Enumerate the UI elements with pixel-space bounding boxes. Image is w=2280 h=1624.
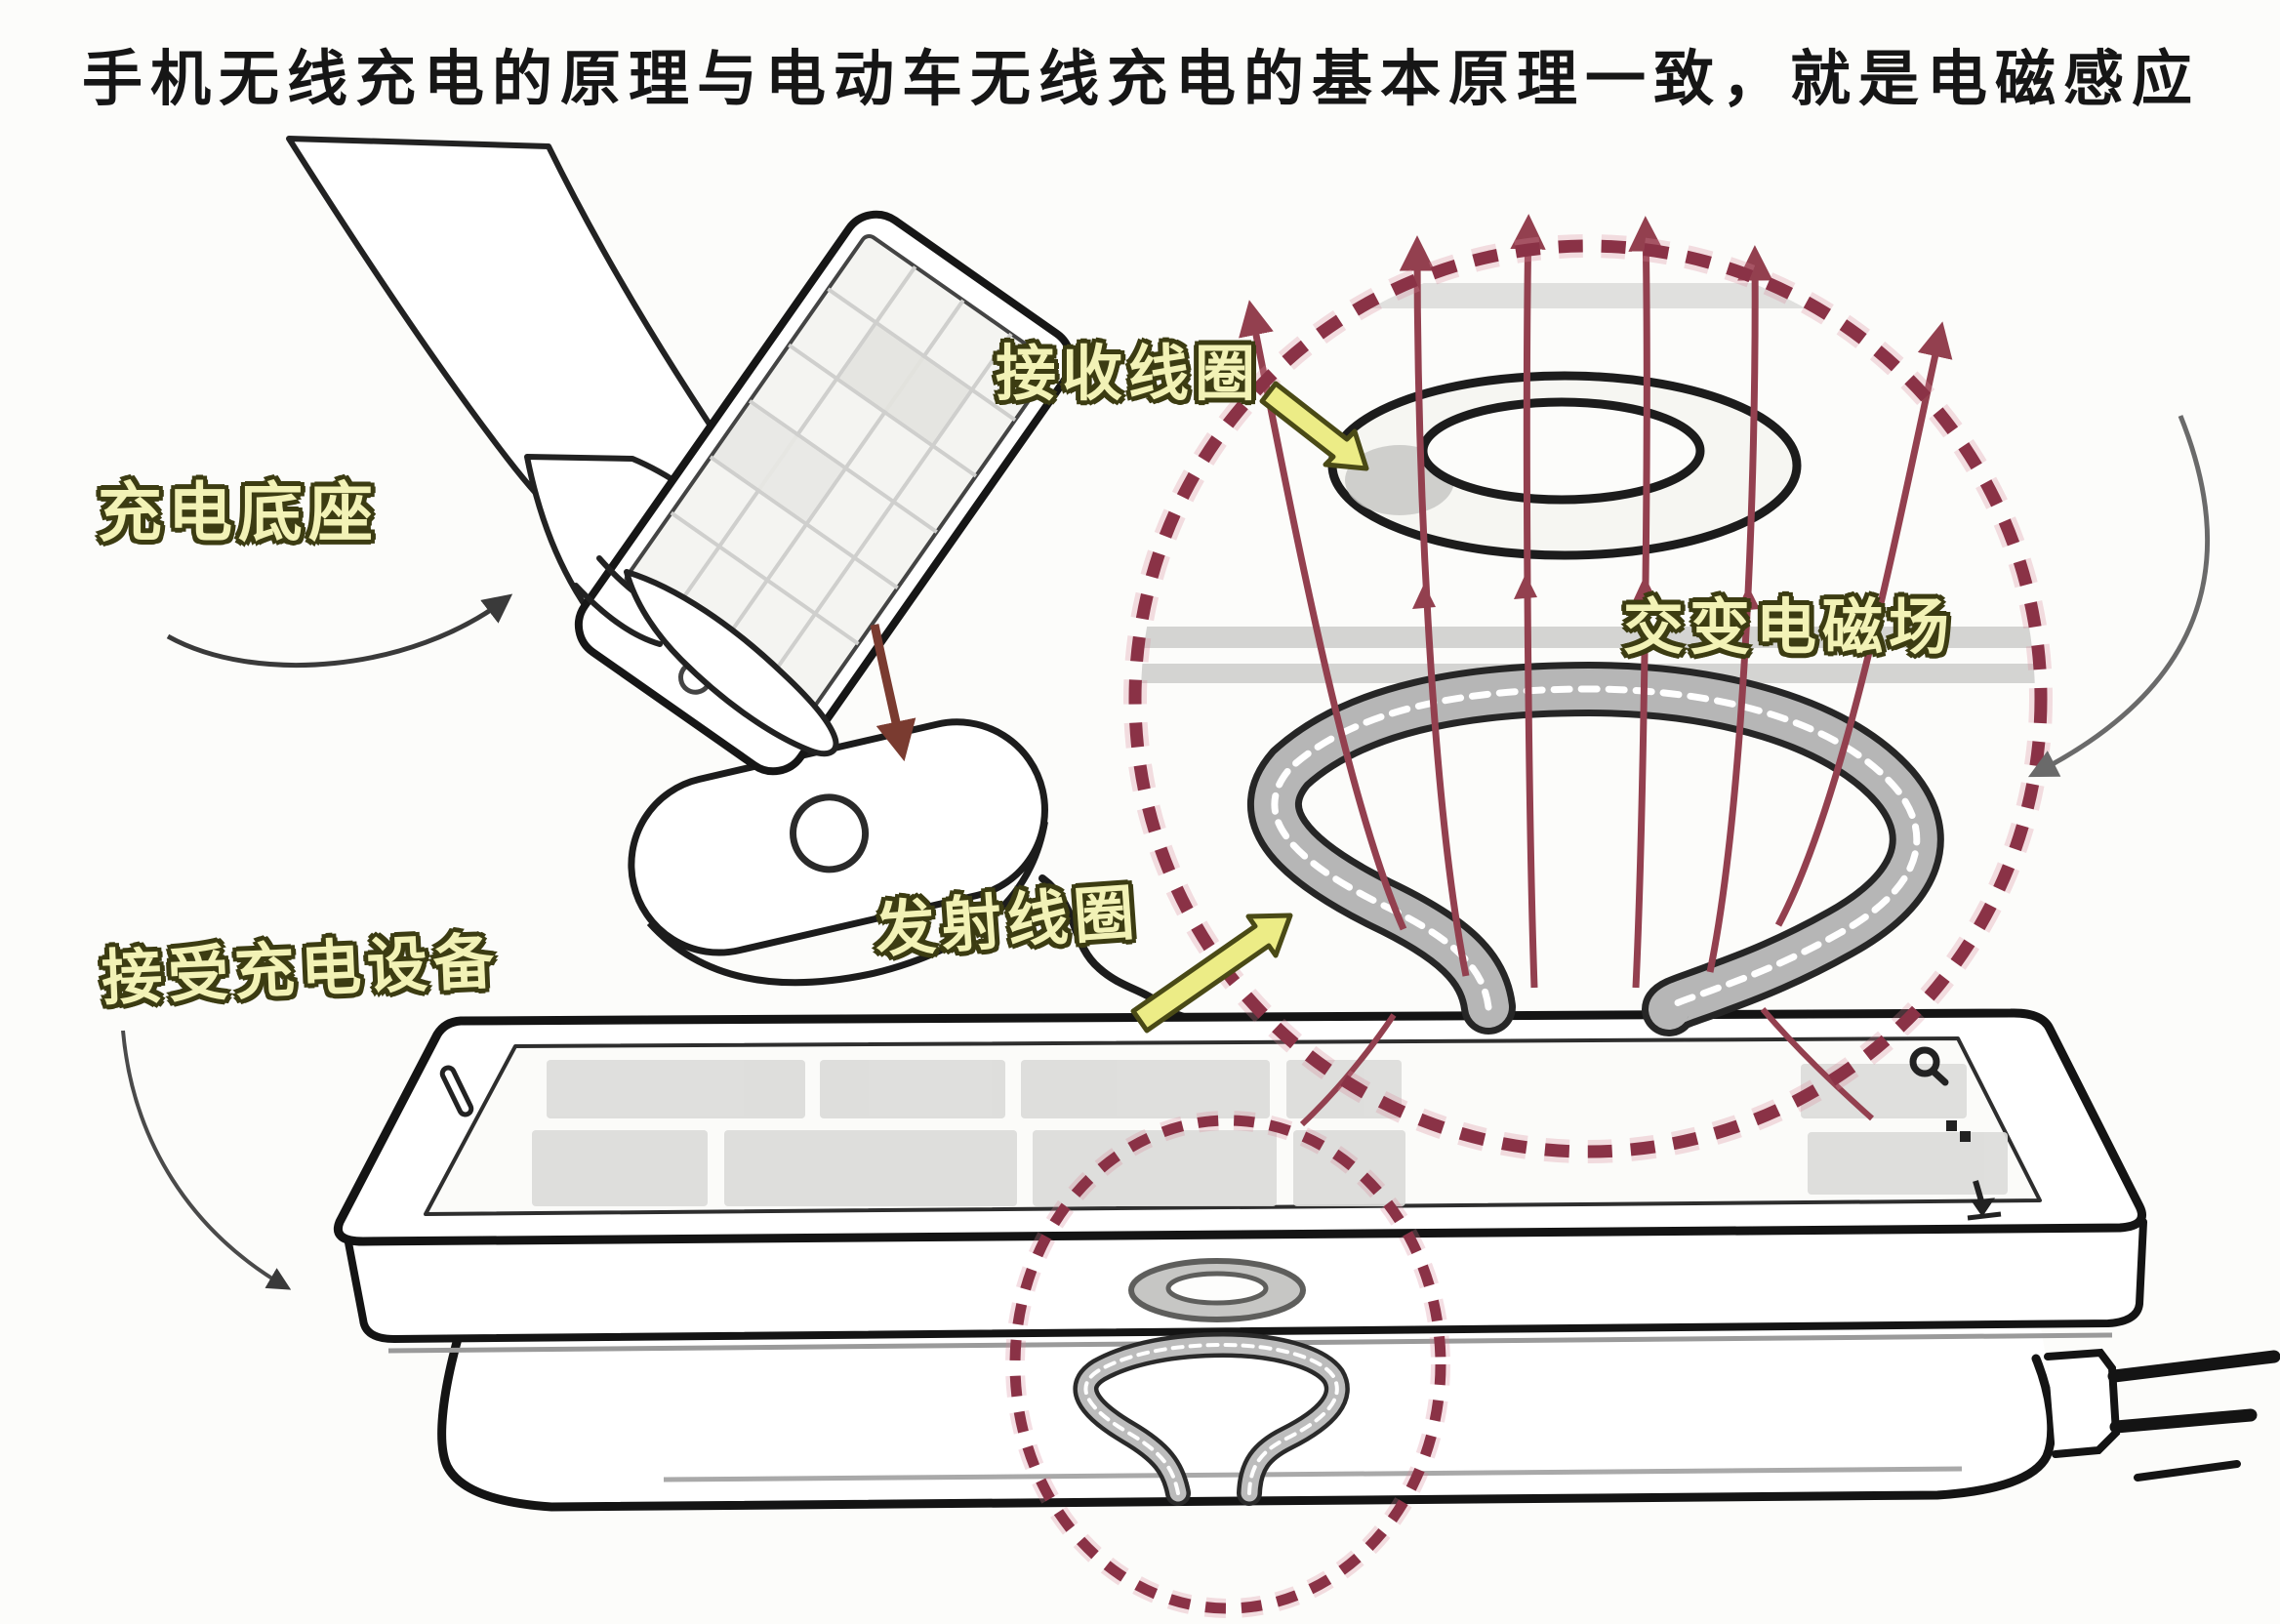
label-transmitter-coil: 发射线圈 <box>872 875 1143 966</box>
screen-tiles <box>532 1060 2008 1206</box>
small-callout-circle <box>1009 1115 1446 1614</box>
edge-icons <box>1909 1046 2002 1221</box>
hand-phone-scene <box>166 136 1205 1037</box>
pad-cable <box>1038 874 1165 1009</box>
coil-cross-section <box>1073 1331 1350 1506</box>
device-base-outline <box>437 1330 2056 1512</box>
base-cable <box>2044 1348 2280 1482</box>
pad-center-button <box>790 793 870 873</box>
label-receiving-device: 接受充电设备 <box>100 925 502 1014</box>
receiving-device-leader <box>121 1030 292 1290</box>
transmitter-coil <box>1247 661 1944 1036</box>
big-callout-circle <box>1128 239 2048 1158</box>
app-grid-icon <box>1946 1120 1971 1142</box>
speaker-slot <box>439 1065 474 1117</box>
charging-base-leader-arrow <box>166 593 513 669</box>
field-mid-arrowheads <box>1412 574 1760 611</box>
tablet-scene <box>334 1008 2280 1618</box>
field-leader-arrow <box>2027 415 2211 778</box>
label-receiver-coil: 接收线圈 <box>996 338 1262 409</box>
embedded-coil-ring <box>1128 1258 1306 1322</box>
transmitter-coil-pointer-arrow <box>1130 913 1293 1034</box>
diagram-title: 手机无线充电的原理与电动车无线充电的基本原理一致，就是电磁感应 <box>82 43 2201 114</box>
charging-pad <box>628 718 1048 987</box>
receiver-coil-pointer-arrow <box>1259 381 1369 471</box>
label-charging-base: 充电底座 <box>98 475 379 550</box>
overlay-arrows <box>121 381 2211 1290</box>
thumb <box>624 569 839 757</box>
magnifier-icon <box>1909 1046 1949 1086</box>
download-arrow-icon <box>1967 1180 2002 1221</box>
device-base-fill <box>441 1323 2053 1507</box>
receiver-coil-ring <box>1327 371 1802 560</box>
phone-to-pad-arrow <box>870 624 916 762</box>
label-alternating-field: 交变电磁场 <box>1623 591 1956 663</box>
